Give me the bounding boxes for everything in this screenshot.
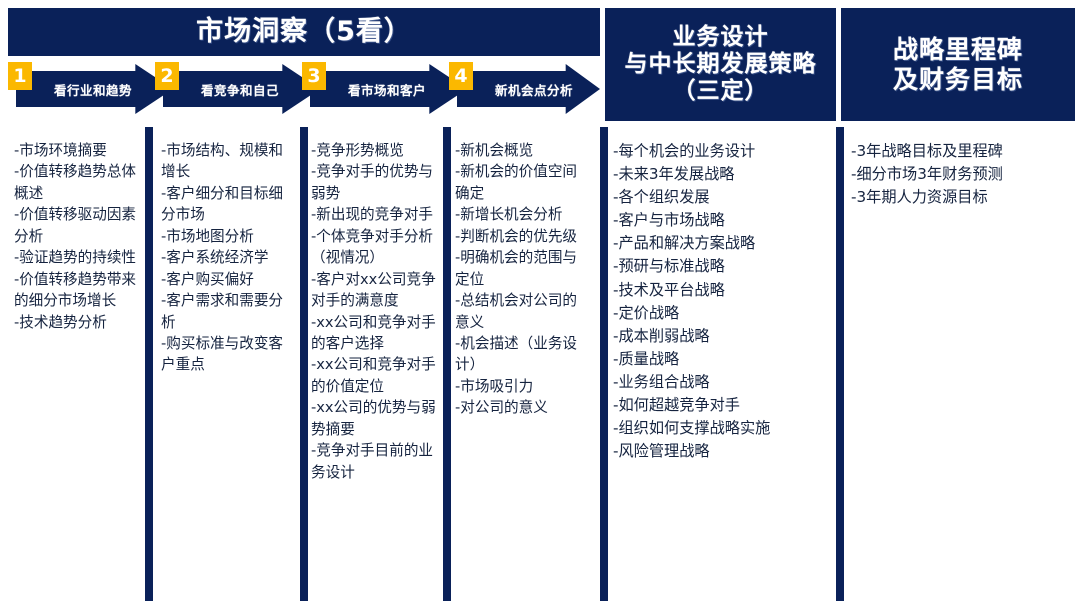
header-strategic-milestone-line1: 战略里程碑 xyxy=(892,35,1023,64)
list-item: -价值转移趋势总体概述 xyxy=(14,163,137,202)
list-item: -竞争对手的优势与弱势 xyxy=(311,163,434,202)
list-item: -定价战略 xyxy=(613,303,680,322)
list-item: -技术及平台战略 xyxy=(613,280,725,299)
header-business-design-line3: （三定） xyxy=(672,78,769,105)
step-arrow-3-label: 看市场和客户 xyxy=(348,82,427,98)
column-milestone-financial: -3年战略目标及里程碑 -细分市场3年财务预测 -3年期人力资源目标 xyxy=(851,140,1071,209)
list-item: -客户需求和需要分析 xyxy=(161,292,284,331)
list-item: -新机会概览 xyxy=(455,142,534,159)
step-badge-2-number: 2 xyxy=(160,64,174,87)
list-item: -业务组合战略 xyxy=(613,372,710,391)
list-item: -组织如何支撑战略实施 xyxy=(613,419,771,438)
header-business-design-line1: 业务设计 xyxy=(672,23,769,50)
column-divider-5 xyxy=(836,127,844,601)
list-item: -总结机会对公司的意义 xyxy=(455,292,578,331)
list-item: -预研与标准战略 xyxy=(613,257,725,276)
step-badge-3-number: 3 xyxy=(307,64,321,87)
step-badge-1: 1 xyxy=(8,62,32,90)
column-market-customer: -市场结构、规模和增长-客户细分和目标细分市场 -市场地图分析 -客户系统经济学 -客… xyxy=(161,140,294,376)
header-business-design-line2: 与中长期发展策略 xyxy=(624,50,817,77)
step-arrow-1[interactable]: 看行业和趋势 xyxy=(16,64,173,114)
header-strategic-milestone-line2: 及财务目标 xyxy=(892,64,1023,94)
header-strategic-milestone: 战略里程碑 及财务目标 xyxy=(841,8,1075,121)
header-business-design: 业务设计 与中长期发展策略 （三定） xyxy=(605,8,836,121)
column-new-opportunities: -新机会概览 -新机会的价值空间确定 -新增长机会分析 -判断机会的优先级 -明确机会的… xyxy=(455,140,585,419)
list-item: -明确机会的范围与定位 xyxy=(455,249,578,288)
list-item: -客户与市场战略 xyxy=(613,211,725,230)
list-item: -个体竞争对手分析（视情况） xyxy=(311,227,434,267)
step-arrow-4-label: 新机会点分析 xyxy=(495,82,574,98)
list-item: -验证趋势的持续性 xyxy=(14,249,137,267)
list-item: -xx公司的优势与弱势摘要 xyxy=(311,399,436,438)
list-item: -质量战略 xyxy=(613,349,680,368)
header-market-insight: 市场洞察（5看） xyxy=(8,8,600,56)
list-item: -对公司的意义 xyxy=(455,399,548,417)
step-arrow-3[interactable]: 看市场和客户 xyxy=(310,64,467,114)
list-item: -判断机会的优先级 xyxy=(455,227,578,245)
list-item: -xx公司和竞争对手的客户选择 xyxy=(311,313,436,352)
list-item: -客户购买偏好 xyxy=(161,270,254,288)
list-item: -市场环境摘要 xyxy=(14,142,107,159)
list-item: -风险管理战略 xyxy=(613,442,710,461)
list-item: -购买标准与改变客户重点 xyxy=(161,334,284,374)
column-industry-trends: -市场环境摘要 -价值转移趋势总体概述 -价值转移驱动因素分析 -验证趋势的持续性 -价… xyxy=(14,140,140,333)
list-item: -竞争对手目前的业务设计 xyxy=(311,442,434,481)
list-item: -如何超越竞争对手 xyxy=(613,396,740,415)
step-arrow-4[interactable]: 新机会点分析 xyxy=(457,64,600,114)
column-divider-2 xyxy=(300,127,308,601)
list-item: -市场吸引力 xyxy=(455,377,534,395)
list-item: -客户系统经济学 xyxy=(161,249,269,267)
list-item: -市场地图分析 xyxy=(161,227,254,245)
list-item: -客户细分和目标细分市场 xyxy=(161,184,284,224)
column-divider-4 xyxy=(600,127,608,601)
list-item: -新增长机会分析 xyxy=(455,206,563,224)
list-item: -市场结构、规模和增长 xyxy=(161,142,284,181)
list-item: -各个组织发展 xyxy=(613,188,710,207)
list-item: -3年期人力资源目标 xyxy=(851,188,988,207)
step-badge-3: 3 xyxy=(302,62,326,90)
step-arrow-2-label: 看竞争和自己 xyxy=(201,82,280,98)
list-item: -成本削弱战略 xyxy=(613,326,710,345)
list-item: -机会描述（业务设计） xyxy=(455,334,578,374)
list-item: -技术趋势分析 xyxy=(14,313,107,331)
column-competition-self: -竞争形势概览 -竞争对手的优势与弱势 -新出现的竞争对手 -个体竞争对手分析（视情况… xyxy=(311,140,437,483)
list-item: -新机会的价值空间确定 xyxy=(455,163,578,202)
step-badge-2: 2 xyxy=(155,62,179,90)
header-market-insight-title: 市场洞察（5看） xyxy=(196,16,412,48)
list-item: -客户对xx公司竞争对手的满意度 xyxy=(311,270,436,310)
list-item: -每个机会的业务设计 xyxy=(613,142,756,160)
list-item: -价值转移驱动因素分析 xyxy=(14,206,137,245)
list-item: -细分市场3年财务预测 xyxy=(851,165,1003,184)
step-arrow-1-label: 看行业和趋势 xyxy=(54,82,133,98)
step-badge-4-number: 4 xyxy=(454,64,468,87)
list-item: -新出现的竞争对手 xyxy=(311,206,434,224)
list-item: -价值转移趋势带来的细分市场增长 xyxy=(14,270,137,310)
column-divider-1 xyxy=(145,127,153,601)
list-item: -3年战略目标及里程碑 xyxy=(851,142,1003,160)
list-item: -产品和解决方案战略 xyxy=(613,234,756,253)
step-badge-1-number: 1 xyxy=(13,64,27,87)
column-divider-3 xyxy=(443,127,451,601)
column-business-design: -每个机会的业务设计 -未来3年发展战略 -各个组织发展 -客户与市场战略 -产品和解决… xyxy=(613,140,831,463)
list-item: -未来3年发展战略 xyxy=(613,165,735,184)
list-item: -竞争形势概览 xyxy=(311,142,404,159)
list-item: -xx公司和竞争对手的价值定位 xyxy=(311,356,436,395)
step-badge-4: 4 xyxy=(449,62,473,90)
step-arrow-2[interactable]: 看竞争和自己 xyxy=(163,64,320,114)
